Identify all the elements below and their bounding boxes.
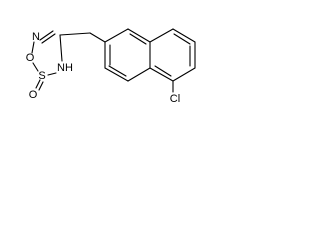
bond-c3-nh xyxy=(59,34,63,62)
bond-c8-c7-inner xyxy=(173,33,191,45)
bond-s-o-exo-double xyxy=(38,81,44,91)
bond-n-c3-double xyxy=(41,33,56,44)
atom-label-oxygen-ring: O xyxy=(26,52,35,64)
bond-n-c3 xyxy=(39,30,54,41)
bond-c4-c3-inner xyxy=(108,65,127,77)
atom-label-nh: NH xyxy=(57,62,73,74)
bond-o-s xyxy=(32,62,39,72)
bond-c6-c5 xyxy=(172,67,196,82)
atom-label-oxygen-exo: O xyxy=(29,89,38,101)
bond-c5-c4a-inner xyxy=(154,65,172,77)
naphthalene-left-ring xyxy=(104,28,151,82)
bond-c2-c1 xyxy=(104,28,129,43)
bond-c1-c8a xyxy=(127,28,151,43)
bond-c5-c4a xyxy=(149,67,174,82)
bond-c4-c3 xyxy=(104,67,129,82)
bond-s-nh xyxy=(47,72,57,76)
atom-label-nitrogen: N xyxy=(32,31,40,43)
chemical-structure: N O S O NH Cl xyxy=(26,28,196,105)
bond-ch2-naphthalene xyxy=(89,32,106,43)
atom-label-chlorine: Cl xyxy=(170,93,180,105)
bond-c8-c7 xyxy=(172,28,196,43)
bond-s-o-exo xyxy=(35,79,41,89)
naphthalene-right-ring xyxy=(149,28,196,82)
bond-c1-c8a-inner xyxy=(129,33,147,45)
oxathiadiazole-ring xyxy=(31,30,63,91)
bond-c8a-c8 xyxy=(149,28,174,43)
bond-c4a-c4 xyxy=(127,67,151,82)
bond-c3-ch2 xyxy=(59,32,91,36)
atom-label-sulfur: S xyxy=(38,70,45,82)
bond-n-o xyxy=(31,41,35,54)
